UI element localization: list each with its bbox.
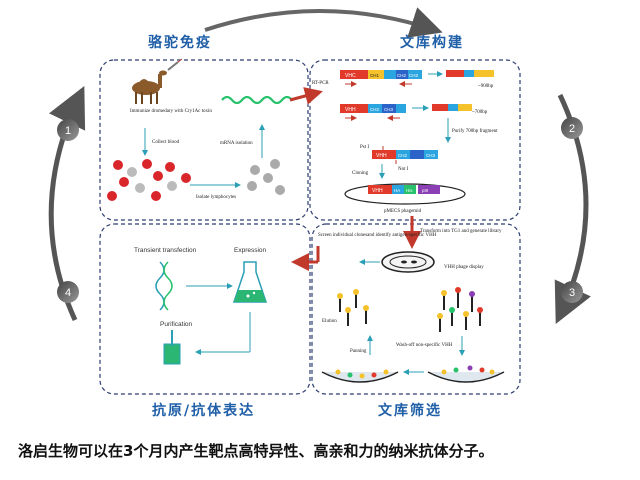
construct-cut: VHH CH2 CH3 [372, 150, 438, 159]
step-3-badge: 3 [561, 281, 583, 303]
ch3b-text: CH3 [384, 107, 393, 112]
cloning-label: Cloning [352, 171, 369, 176]
vhc-text: VHC [345, 73, 356, 79]
vhh1-text: VHH [345, 107, 356, 113]
dna-helix [155, 261, 173, 311]
construct-vhc: VHC CH1 CH2 CH3 [340, 70, 422, 79]
s1-text: 1 [65, 125, 71, 137]
syringe-icon [167, 58, 183, 71]
panel-screening [311, 223, 521, 395]
phagemid-label: pMECS phagemid [384, 209, 422, 214]
step-1-badge: 1 [57, 119, 79, 141]
panning-phage-right [441, 365, 495, 375]
bp-900-label: ~900bp [478, 84, 494, 89]
panel-expression [99, 223, 311, 395]
ha-text: HA [394, 188, 400, 193]
title-antigen-expression: 抗原/抗体表达 [152, 403, 256, 419]
pcr-product-900 [446, 70, 494, 77]
ch3c-text: CH3 [426, 153, 435, 158]
construct-vhh: VHH CH2 CH3 [340, 104, 406, 113]
transient-label: Transient transfection [134, 247, 197, 254]
vhh2-text: VHH [376, 153, 387, 159]
not-i-label: Not I [398, 167, 409, 172]
s4-text: 4 [65, 287, 71, 299]
tube-icon [163, 330, 181, 365]
pcr-product-700 [432, 104, 472, 111]
rt-pcr-label: RT-PCR [312, 81, 329, 86]
elution-label: Elution [322, 319, 337, 324]
phage-display-label: VHH phage display [444, 265, 484, 270]
camel-icon [132, 70, 167, 104]
mrna-isolation-label: mRNA isolation [220, 141, 253, 146]
ch2a-text: CH2 [397, 73, 406, 78]
phage-pool-right [437, 287, 483, 332]
expression-label: Expression [234, 247, 267, 254]
petri-dish [381, 251, 435, 273]
title-library-build: 文库构建 [400, 35, 464, 51]
pst-i-label: Pst I [360, 145, 369, 150]
ch3a-text: CH3 [409, 73, 418, 78]
caption-text: 洛启生物可以在3个月内产生靶点高特异性、高亲和力的纳米抗体分子。 [18, 442, 494, 460]
piii-text: pIII [422, 188, 428, 193]
blood-cells [107, 159, 191, 201]
collect-blood-label: Collect blood [152, 140, 180, 145]
lymphocytes [247, 159, 285, 195]
phage-elution-left [337, 289, 369, 326]
panning-label: Panning [350, 349, 367, 354]
step-2-badge: 2 [561, 117, 583, 139]
title-library-screen: 文库筛选 [378, 403, 442, 419]
s3-text: 3 [569, 287, 575, 299]
title-camel-immune: 骆驼免疫 [148, 35, 212, 51]
panning-phage-left [335, 369, 389, 379]
wash-off-label: Wash-off non-specific VHH [396, 343, 453, 348]
ch2b-text: CH2 [370, 107, 379, 112]
ch2c-text: CH2 [398, 153, 407, 158]
immunize-label: Immunize dromedary with Cry1Ac toxin [130, 109, 212, 114]
purification-label: Purification [160, 321, 193, 328]
cycle-arc-top [204, 7, 443, 38]
phagemid: VHH HA His pIII [344, 183, 466, 205]
ch1a-text: CH1 [370, 73, 379, 78]
panning-well-right [427, 371, 505, 383]
panel-immunization [99, 59, 309, 221]
vhh3-text: VHH [372, 188, 383, 194]
s2-text: 2 [569, 123, 575, 135]
bp-700-label: ~700bp [472, 110, 488, 115]
his-text: His [406, 188, 413, 193]
panel-library-build [309, 59, 521, 221]
transform-label: Transform into TG1 and generate library [420, 229, 502, 234]
flask-icon [232, 261, 268, 303]
screen-clones-label: Screen individual clonesand identify ant… [318, 233, 437, 238]
isolate-lymphocytes-label: Isolate lymphocytes [196, 195, 236, 200]
purify-label: Purify 700bp fragment [452, 129, 498, 134]
step-4-badge: 4 [57, 281, 79, 303]
mrna-strand [221, 95, 293, 105]
